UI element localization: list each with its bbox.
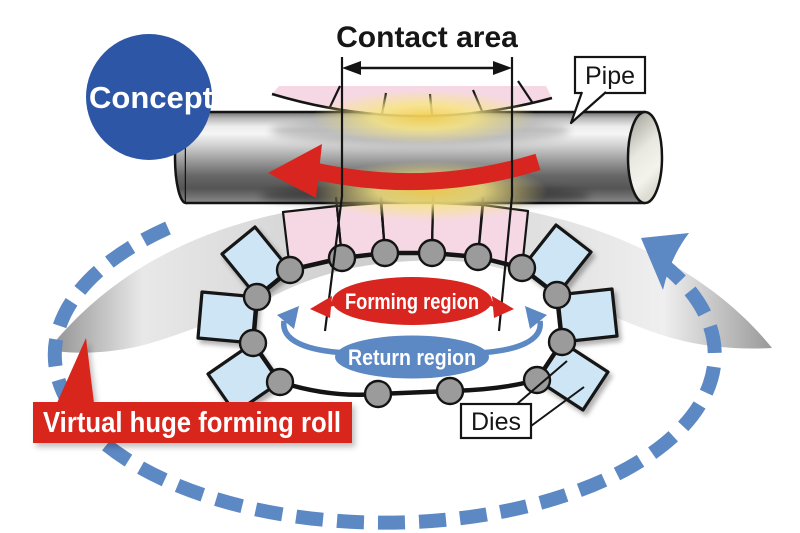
roll-rotation-arrow xyxy=(47,221,722,530)
forming-region-label: Forming region xyxy=(345,289,479,314)
pipe-right-cap xyxy=(626,110,664,205)
concept-badge: Concept xyxy=(86,34,213,160)
forming-arrowhead-left-icon xyxy=(310,296,332,318)
dies-label-box xyxy=(459,402,533,440)
pipe-motion-arrowhead-icon xyxy=(268,144,322,198)
contact-area-dimension: Contact area xyxy=(336,21,518,75)
pivot-roller xyxy=(363,379,393,409)
die-chain-assembly xyxy=(196,195,619,415)
dim-arrowhead-left-icon xyxy=(342,61,361,75)
return-dies xyxy=(196,223,619,415)
pivot-roller xyxy=(238,328,268,358)
heat-glow-upper xyxy=(312,90,536,144)
pipe-callout: Pipe xyxy=(569,55,647,125)
dim-arrowhead-right-icon xyxy=(493,61,512,75)
return-region-badge xyxy=(335,335,489,379)
contact-boundary-left xyxy=(323,57,344,332)
forming-region-badge xyxy=(332,277,492,325)
virtual-roll-label: Virtual huge forming roll xyxy=(43,407,341,439)
die-chain-return-track xyxy=(277,377,540,398)
concept-circle xyxy=(86,34,212,160)
pivot-roller xyxy=(265,367,295,397)
pipe-motion-arrow xyxy=(268,144,541,198)
virtual-roll-banner: Virtual huge forming roll xyxy=(33,338,352,443)
contact-boundary-lines xyxy=(323,57,514,332)
dies-callout: Dies xyxy=(459,360,585,440)
forming-arrowhead-right-icon xyxy=(492,296,514,318)
upper-die-band xyxy=(271,80,553,144)
pivot-roller xyxy=(417,238,447,268)
return-arrowhead-left-icon xyxy=(277,306,299,329)
pivot-roller xyxy=(275,255,305,285)
pivot-roller xyxy=(507,253,537,283)
pivot-roller xyxy=(463,242,493,272)
return-region-label: Return region xyxy=(348,345,476,370)
return-region-callout: Return region xyxy=(277,306,547,379)
concept-label: Concept xyxy=(89,80,213,115)
pipe-label: Pipe xyxy=(585,62,635,90)
pivot-roller xyxy=(522,365,552,395)
pivot-roller xyxy=(547,327,577,357)
pivot-roller xyxy=(370,238,400,268)
rotation-arrowhead-icon xyxy=(641,233,689,290)
banner-pointer xyxy=(57,338,94,403)
contact-area-label: Contact area xyxy=(336,21,518,54)
forming-region-callout: Forming region xyxy=(310,277,514,325)
contact-boundary-right xyxy=(497,57,514,332)
dies-label: Dies xyxy=(471,408,521,436)
return-arrowhead-right-icon xyxy=(525,306,547,329)
pivot-roller xyxy=(435,376,465,406)
banner-box xyxy=(33,402,352,443)
pivot-roller xyxy=(542,280,572,310)
pivot-roller xyxy=(242,282,272,312)
rotation-dashed-arc xyxy=(47,221,722,530)
chain-pivots xyxy=(238,238,577,409)
